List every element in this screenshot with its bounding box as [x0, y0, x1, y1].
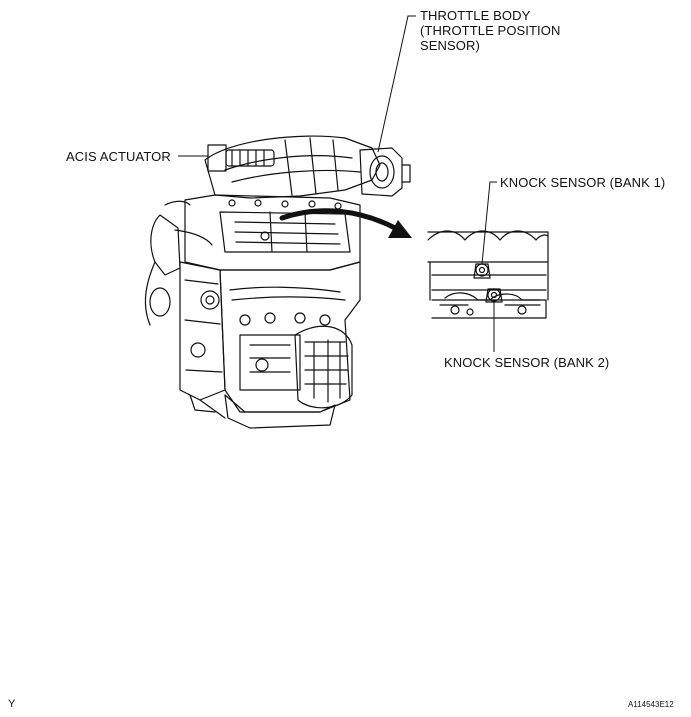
- knock-sensor-bank2-label: KNOCK SENSOR (BANK 2): [444, 355, 610, 370]
- throttle-body-line-2: (THROTTLE POSITION: [420, 23, 561, 38]
- knock-sensor-bank1-label: KNOCK SENSOR (BANK 1): [500, 175, 666, 190]
- throttle-body-line-3: SENSOR): [420, 38, 480, 53]
- corner-mark: Y: [8, 698, 16, 710]
- knock-sensor-detail: [427, 230, 549, 319]
- leader-throttle-body: [377, 15, 416, 153]
- leader-knock-bank1: [481, 181, 497, 265]
- throttle-body-label: THROTTLE BODY (THROTTLE POSITION SENSOR): [420, 8, 560, 53]
- figure-code: A114543E12: [628, 700, 674, 709]
- acis-actuator-label: ACIS ACTUATOR: [66, 149, 171, 164]
- detail-arrow: [279, 208, 412, 238]
- engine-illustration: [144, 135, 411, 429]
- throttle-body-line-1: THROTTLE BODY: [420, 8, 531, 23]
